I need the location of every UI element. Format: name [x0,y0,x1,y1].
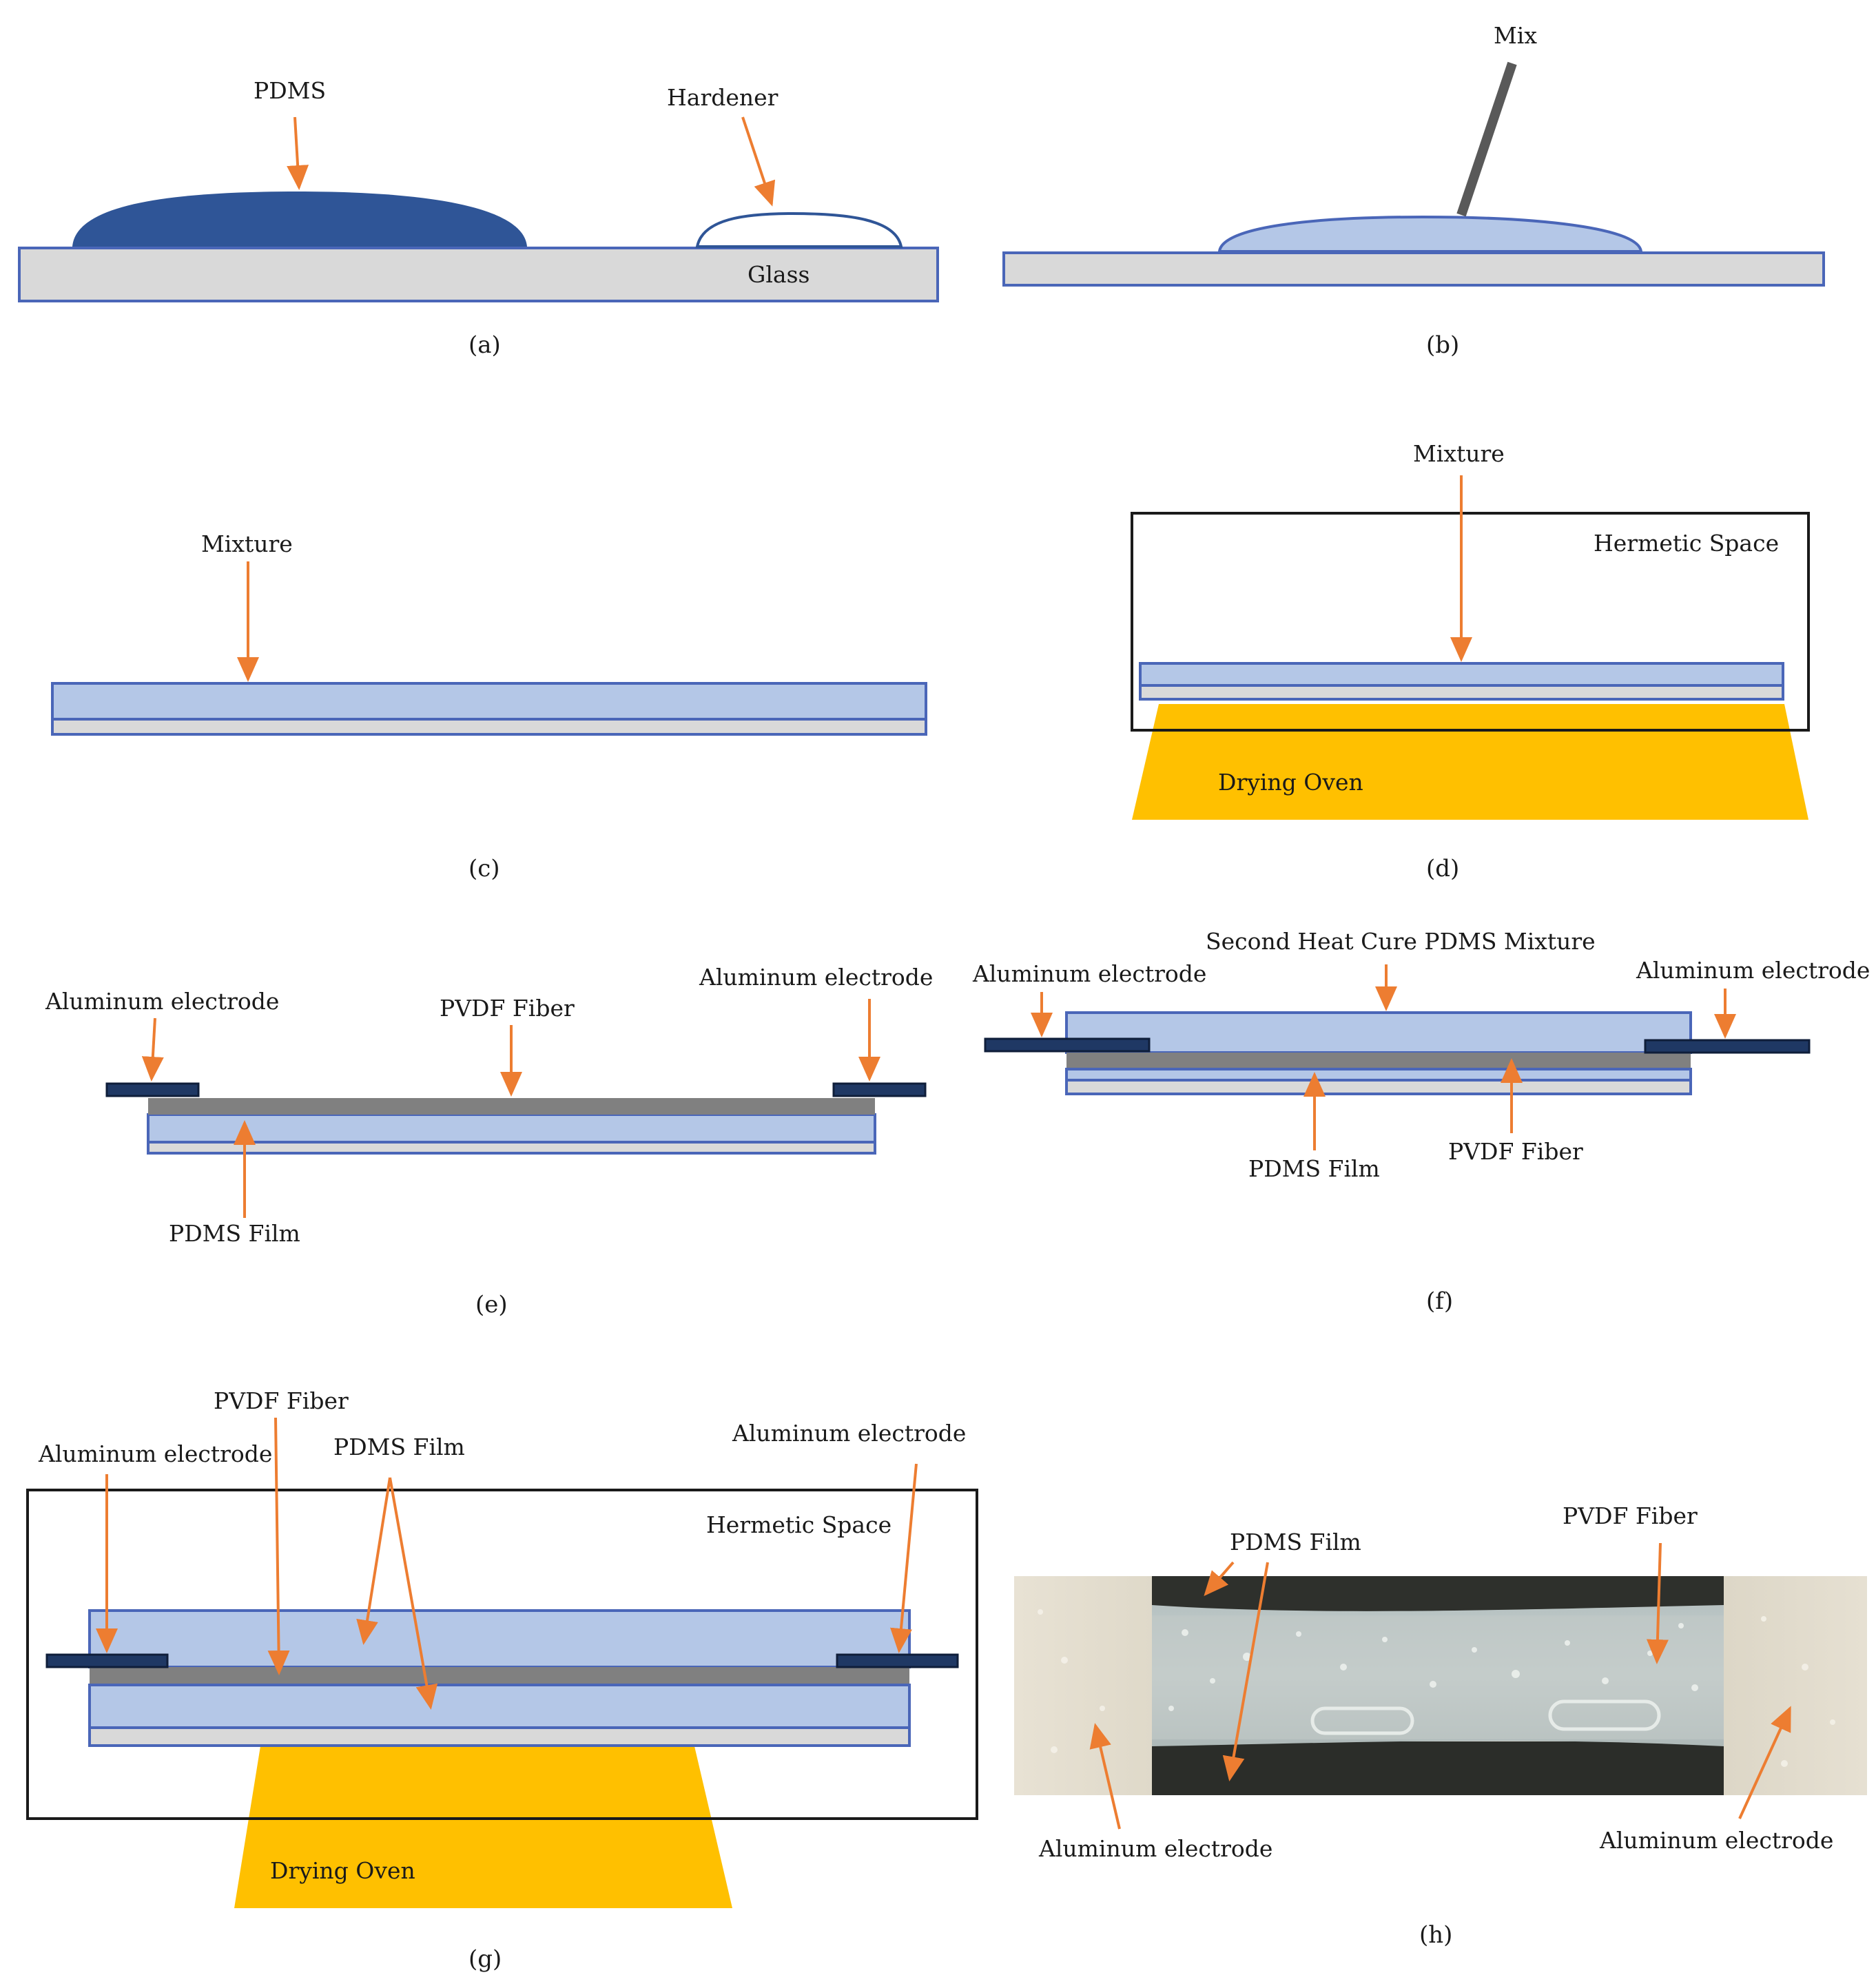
aluminum-electrode-left [105,1082,200,1097]
pdms-film-top [88,1609,911,1668]
glass-layer [51,718,927,736]
pdms-film-bottom [88,1684,911,1729]
panel-a: PDMS Hardener Glass (a) [18,77,939,359]
pdms-label: PDMS [254,77,326,104]
aluminum-electrode-right [1644,1039,1811,1054]
pvdf-fiber-layer [148,1098,875,1115]
glass-layer [88,1726,911,1747]
mixture-layer [1139,662,1784,687]
pdms-film-layer [147,1113,876,1144]
pdms-film-label: PDMS Film [169,1220,300,1247]
pdms-film-arrow-a [1204,1561,1235,1597]
drying-oven [1132,704,1808,820]
al-right-arrow [890,1463,918,1653]
glass-label: Glass [748,261,810,288]
pvdf-fiber-layer [1066,1053,1691,1069]
mix-rod [1456,61,1517,217]
caption-h: (h) [1419,1921,1452,1949]
mixed-droplet [1217,215,1643,253]
panel-h: PDMS Film PVDF Fiber Aluminum electrode … [1014,1502,1867,1949]
caption-d: (d) [1426,855,1459,882]
pdms-film-arrow-bottom [389,1477,438,1710]
mixture-layer [51,682,927,721]
al-right-arrow [1738,1706,1791,1819]
hardener-arrow [741,116,776,207]
pvdf-label: PVDF Fiber [1563,1502,1698,1529]
panel-e: Aluminum electrode PVDF Fiber Aluminum e… [45,964,933,1318]
pdms-film-label: PDMS Film [1248,1155,1380,1182]
drying-oven-label: Drying Oven [1218,769,1363,796]
pvdf-arrow [1646,1542,1669,1664]
glass-slide [1002,251,1825,287]
electrode-dark-band-bottom [1152,1741,1724,1795]
aluminum-electrode-right [836,1653,959,1668]
al-right-label: Aluminum electrode [699,964,933,991]
al-right-label: Aluminum electrode [1636,957,1870,984]
caption-g: (g) [468,1945,502,1973]
al-right-label: Aluminum electrode [732,1420,966,1447]
panel-c: Mixture (c) [51,530,927,882]
drying-oven-label: Drying Oven [270,1857,415,1884]
hermetic-space-box [1131,512,1810,732]
pvdf-fiber-layer [90,1667,909,1685]
al-left-label: Aluminum electrode [45,988,279,1015]
pdms-film-label: PDMS Film [1230,1529,1361,1555]
pdms-arrow [287,116,309,190]
pvdf-fiber-strip [1152,1615,1724,1739]
second-cure-layer [1065,1011,1692,1054]
glass-slide [18,247,939,302]
caption-c: (c) [468,855,500,882]
pvdf-label: PVDF Fiber [214,1387,349,1414]
al-right-label: Aluminum electrode [1599,1827,1833,1854]
pdms-droplet [72,192,527,247]
pdms-film-arrow-b [1222,1562,1269,1781]
device-photo [1014,1576,1867,1795]
pdms-film-layer [1065,1068,1692,1082]
al-left-arrow [1089,1723,1121,1830]
glass-layer [1065,1079,1692,1095]
pvdf-label: PVDF Fiber [440,995,575,1022]
mixture-label: Mixture [1413,440,1505,467]
hermetic-space-box [26,1489,978,1820]
al-left-arrow [141,1017,164,1082]
pdms-film-arrow-top [356,1477,391,1645]
aluminum-electrode-left [45,1653,169,1668]
caption-f: (f) [1426,1287,1453,1315]
drying-oven [234,1746,732,1908]
al-left-label: Aluminum electrode [38,1440,272,1467]
pvdf-label: PVDF Fiber [1448,1138,1583,1165]
caption-a: (a) [468,331,501,359]
panel-b: Mix (b) [1002,22,1825,359]
caption-b: (b) [1426,331,1459,359]
panel-f: Second Heat Cure PDMS Mixture Aluminum e… [972,928,1870,1315]
glass-layer [147,1141,876,1155]
aluminum-electrode-right [832,1082,927,1097]
panel-g: PVDF Fiber Aluminum electrode PDMS Film … [26,1387,978,1973]
al-left-label: Aluminum electrode [972,960,1206,987]
glass-layer [1139,684,1784,701]
second-cure-label: Second Heat Cure PDMS Mixture [1206,928,1596,955]
aluminum-electrode-left [984,1037,1151,1053]
pdms-film-label: PDMS Film [333,1434,465,1460]
mixture-label: Mixture [201,530,293,557]
mix-label: Mix [1494,22,1537,49]
caption-e: (e) [475,1291,508,1318]
hardener-droplet [695,211,903,248]
al-left-label: Aluminum electrode [1038,1835,1272,1862]
hermetic-space-label: Hermetic Space [1594,530,1779,557]
hermetic-space-label: Hermetic Space [706,1511,891,1538]
pvdf-arrow [267,1417,290,1675]
hardener-label: Hardener [667,84,779,111]
panel-d: Mixture Hermetic Space Drying Oven (d) [1131,440,1810,882]
